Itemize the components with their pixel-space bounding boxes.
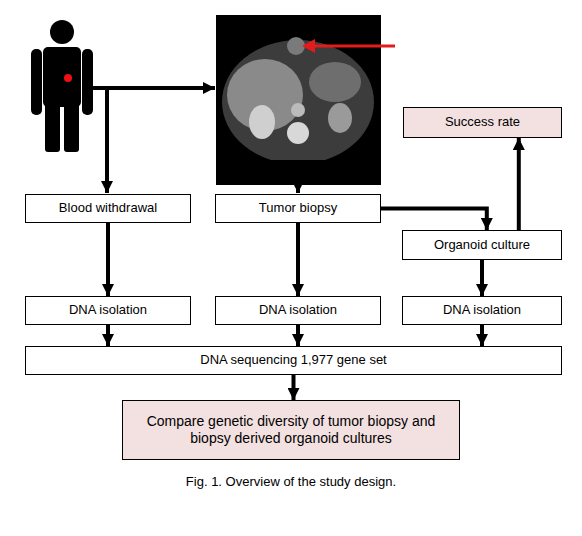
box-label: Organoid culture (434, 237, 530, 253)
process-box: DNA sequencing 1,977 gene set (25, 346, 562, 375)
figure-leg (64, 100, 79, 152)
box-label: Tumor biopsy (259, 200, 337, 216)
text-holder: Blood withdrawal (59, 200, 157, 216)
result-box: Success rate (403, 107, 562, 138)
box-label: DNA sequencing 1,977 gene set (200, 352, 386, 368)
text-holder: DNA isolation (443, 302, 521, 318)
process-box: DNA isolation (402, 296, 562, 325)
process-box: DNA isolation (25, 296, 191, 325)
figure-caption: Fig. 1. Overview of the study design. (0, 474, 582, 489)
figure-leg (45, 100, 60, 152)
process-box: Tumor biopsy (215, 194, 381, 223)
patient-figure (31, 20, 93, 152)
ct-aorta (291, 103, 305, 117)
ct-scan-image (216, 15, 381, 185)
flow-arrow (292, 375, 296, 400)
flow-arrow (480, 325, 484, 346)
box-label: Success rate (445, 114, 520, 130)
flow-arrow (106, 223, 110, 296)
box-label: Blood withdrawal (59, 200, 157, 216)
figure-head (50, 20, 74, 44)
result-box: Compare genetic diversity of tumor biops… (122, 400, 460, 460)
ct-kidney (249, 105, 275, 139)
figure-arm (31, 49, 42, 115)
flow-arrow (296, 185, 300, 193)
flow-arrow (105, 88, 109, 193)
text-holder: Tumor biopsy (259, 200, 337, 216)
text-holder: Organoid culture (434, 237, 530, 253)
flow-arrow (93, 86, 215, 90)
pointer-arrowhead (302, 39, 315, 53)
flow-arrow (517, 138, 521, 230)
box-label: DNA isolation (69, 302, 147, 318)
box-label: DNA isolation (443, 302, 521, 318)
process-box: Organoid culture (402, 230, 562, 260)
figure-arm (82, 49, 93, 115)
pointer-arrow (312, 45, 395, 48)
process-box: Blood withdrawal (25, 194, 191, 223)
figure-torso (43, 47, 81, 107)
flow-arrow (296, 223, 300, 296)
flow-arrow (296, 325, 300, 346)
process-box: DNA isolation (215, 296, 381, 325)
text-holder: Compare genetic diversity of tumor biops… (137, 413, 445, 448)
ct-body (222, 40, 374, 164)
flow-arrow (106, 325, 110, 346)
text-holder: DNA isolation (69, 302, 147, 318)
ct-background (216, 15, 381, 185)
ct-spine (287, 122, 309, 144)
flow-arrow (381, 209, 487, 231)
text-holder: DNA sequencing 1,977 gene set (200, 352, 386, 368)
tumor-dot (64, 74, 72, 82)
box-label: Compare genetic diversity of tumor biops… (137, 413, 445, 448)
ct-table (216, 160, 381, 185)
ct-stomach (309, 62, 361, 102)
ct-kidney (328, 103, 352, 133)
text-holder: DNA isolation (259, 302, 337, 318)
text-holder: Success rate (445, 114, 520, 130)
flow-arrow (480, 260, 484, 296)
box-label: DNA isolation (259, 302, 337, 318)
